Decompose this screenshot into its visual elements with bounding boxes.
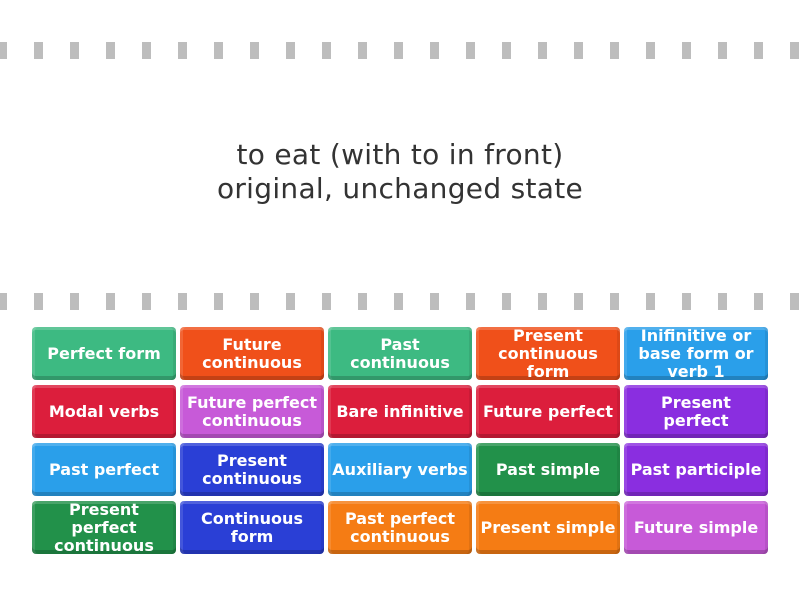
dash-mark <box>538 293 547 310</box>
answer-tile[interactable]: Past simple <box>476 443 620 496</box>
answer-tile[interactable]: Future continuous <box>180 327 324 380</box>
dash-mark <box>106 293 115 310</box>
answer-tile-label: Past continuous <box>350 334 450 372</box>
dash-mark <box>682 42 691 59</box>
answer-tile[interactable]: Past continuous <box>328 327 472 380</box>
dash-mark <box>682 293 691 310</box>
answer-tile[interactable]: Future simple <box>624 501 768 554</box>
answer-tile[interactable]: Future perfect <box>476 385 620 438</box>
question-card: to eat (with to in front) original, unch… <box>0 138 800 206</box>
answer-tile[interactable]: Past participle <box>624 443 768 496</box>
dash-mark <box>754 42 763 59</box>
dash-mark <box>358 42 367 59</box>
answer-tile-label: Present perfect continuous <box>54 499 154 555</box>
dash-mark <box>70 42 79 59</box>
dash-mark <box>0 293 7 310</box>
question-line-2: original, unchanged state <box>216 172 584 205</box>
dash-mark <box>394 293 403 310</box>
answer-tile-label: Bare infinitive <box>336 401 464 421</box>
dash-mark <box>610 293 619 310</box>
dash-mark <box>718 293 727 310</box>
answer-tile-label: Past simple <box>495 459 601 479</box>
answer-tile[interactable]: Present continuous <box>180 443 324 496</box>
answer-tile[interactable]: Present continuous form <box>476 325 620 381</box>
dash-mark <box>754 293 763 310</box>
dash-mark <box>250 293 259 310</box>
bottom-dashed-divider <box>0 293 800 310</box>
answer-tile-label: Present continuous form <box>498 325 598 381</box>
answer-tile-label: Future continuous <box>202 334 302 372</box>
question-line-1: to eat (with to in front) <box>236 138 564 171</box>
dash-mark <box>286 42 295 59</box>
answer-tile-label: Future perfect <box>482 401 613 421</box>
answer-tile[interactable]: Present perfect <box>624 385 768 438</box>
answer-tile-label: Past perfect continuous <box>345 508 455 546</box>
answer-tile[interactable]: Inifinitive or base form or verb 1 <box>624 325 768 381</box>
dash-mark <box>790 293 799 310</box>
dash-mark <box>538 42 547 59</box>
dash-mark <box>610 42 619 59</box>
answer-tile-label: Inifinitive or base form or verb 1 <box>638 325 754 381</box>
dash-mark <box>790 42 799 59</box>
dash-mark <box>70 293 79 310</box>
dash-mark <box>358 293 367 310</box>
dash-mark <box>0 42 7 59</box>
dash-mark <box>214 293 223 310</box>
answer-tile-label: Past participle <box>630 459 762 479</box>
answer-tile-label: Future simple <box>633 517 759 537</box>
dash-mark <box>394 42 403 59</box>
answer-tile-label: Present perfect <box>661 392 731 430</box>
dash-mark <box>178 42 187 59</box>
dash-mark <box>142 42 151 59</box>
dash-mark <box>250 42 259 59</box>
dash-mark <box>142 293 151 310</box>
dash-mark <box>466 42 475 59</box>
dash-mark <box>178 293 187 310</box>
dash-mark <box>574 293 583 310</box>
answer-tile[interactable]: Modal verbs <box>32 385 176 438</box>
answer-tile[interactable]: Past perfect <box>32 443 176 496</box>
dash-mark <box>466 293 475 310</box>
dash-mark <box>34 293 43 310</box>
dash-mark <box>574 42 583 59</box>
dash-mark <box>322 42 331 59</box>
top-dashed-divider <box>0 42 800 59</box>
answer-tile-label: Future perfect continuous <box>186 392 317 430</box>
dash-mark <box>214 42 223 59</box>
dash-mark <box>430 42 439 59</box>
dash-mark <box>322 293 331 310</box>
dash-mark <box>502 42 511 59</box>
answer-tile-label: Present simple <box>480 517 616 537</box>
dash-mark <box>718 42 727 59</box>
dash-mark <box>646 293 655 310</box>
answer-tile[interactable]: Perfect form <box>32 327 176 380</box>
answer-tile-label: Present continuous <box>202 450 302 488</box>
answer-tile[interactable]: Future perfect continuous <box>180 385 324 438</box>
dash-mark <box>646 42 655 59</box>
answer-tile[interactable]: Present simple <box>476 501 620 554</box>
answer-tile-label: Continuous form <box>201 508 303 546</box>
dash-mark <box>286 293 295 310</box>
answer-tile[interactable]: Auxiliary verbs <box>328 443 472 496</box>
answer-tile-label: Past perfect <box>49 459 159 479</box>
answer-tile[interactable]: Past perfect continuous <box>328 501 472 554</box>
answer-tile-label: Auxiliary verbs <box>332 459 468 479</box>
dash-mark <box>34 42 43 59</box>
dash-mark <box>430 293 439 310</box>
answer-tile[interactable]: Bare infinitive <box>328 385 472 438</box>
answer-tile[interactable]: Continuous form <box>180 501 324 554</box>
dash-mark <box>502 293 511 310</box>
answer-tile-label: Perfect form <box>47 343 161 363</box>
dash-mark <box>106 42 115 59</box>
answer-tile-label: Modal verbs <box>48 401 160 421</box>
answer-tile[interactable]: Present perfect continuous <box>32 499 176 555</box>
